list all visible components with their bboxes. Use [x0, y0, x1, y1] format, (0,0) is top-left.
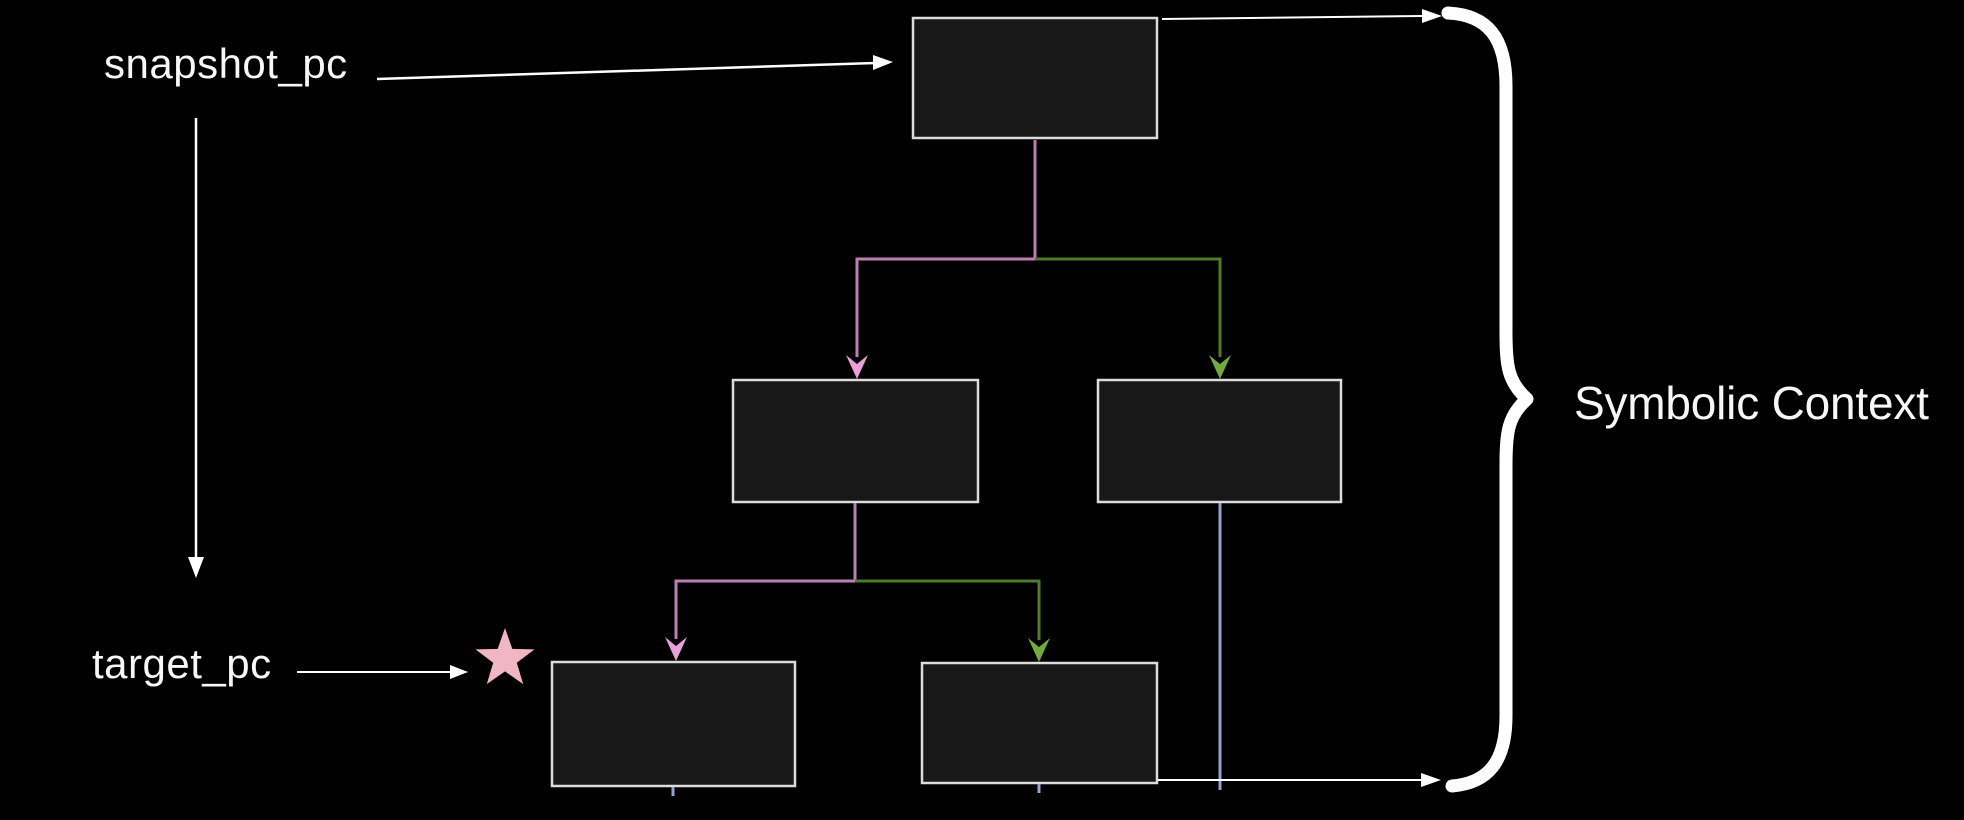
edge-root-to-child-right	[1035, 257, 1222, 357]
node-child-left	[731, 378, 980, 504]
target-pc-label: target_pc	[92, 640, 272, 687]
context-top-arrow	[1161, 15, 1424, 20]
edge-child-left-to-grandchild-left	[674, 503, 857, 639]
symbolic-context-label: Symbolic Context	[1574, 377, 1929, 429]
curly-brace-icon	[1441, 6, 1534, 793]
snapshot-pc-label: snapshot_pc	[104, 40, 348, 87]
context-bottom-arrowhead-icon	[1421, 773, 1441, 787]
node-grandchild-right	[920, 661, 1159, 785]
edge-root-to-child-right-arrowhead-icon	[1209, 355, 1231, 379]
timeline-arrowhead-icon	[188, 557, 204, 578]
snapshot-arrow	[376, 61, 876, 81]
edge-root-to-child-left-arrowhead-icon	[846, 355, 868, 379]
edge-child-left-to-grandchild-left-arrowhead-icon	[665, 637, 687, 661]
snapshot-arrowhead-icon	[873, 55, 893, 70]
node-grandchild-left	[550, 660, 797, 788]
edge-child-left-to-grandchild-right	[855, 579, 1041, 640]
edge-child-left-to-grandchild-right-arrowhead-icon	[1028, 638, 1050, 662]
edge-root-to-child-left	[855, 140, 1037, 357]
target-arrowhead-icon	[450, 665, 468, 679]
context-top-arrowhead-icon	[1422, 9, 1442, 23]
node-child-right	[1096, 378, 1343, 504]
star-icon	[475, 628, 535, 685]
node-root	[911, 16, 1159, 140]
